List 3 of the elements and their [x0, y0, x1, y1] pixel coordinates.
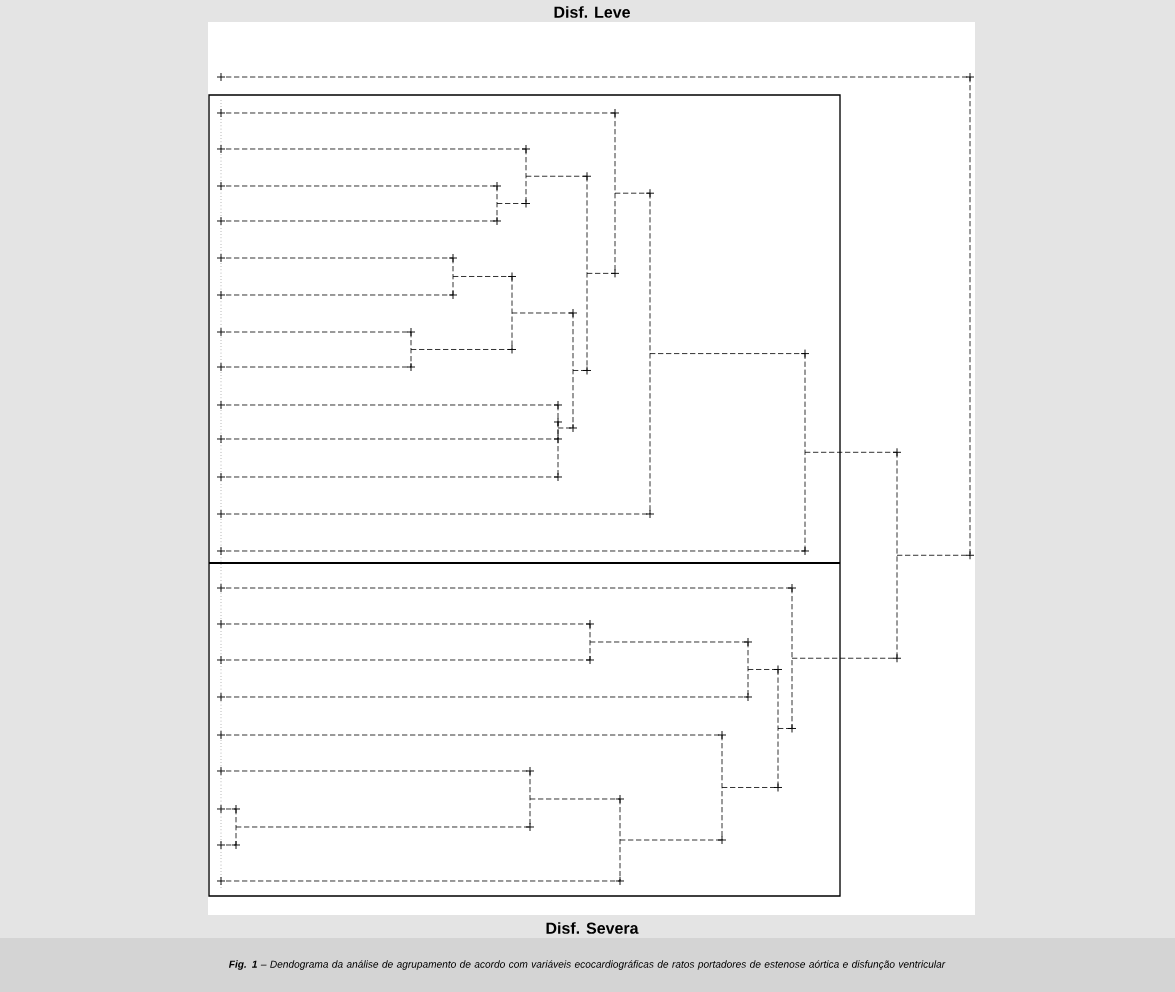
group-label: Disf. Leve	[554, 6, 630, 18]
group-label: Disf. Severa	[546, 922, 639, 934]
caption: Fig. 1 – Dendograma da análise de agrupamento de acordo com variáveis ecocardiográficas de ratos portadores de estenose aórtica e disfunção ventricular	[0, 938, 1175, 992]
